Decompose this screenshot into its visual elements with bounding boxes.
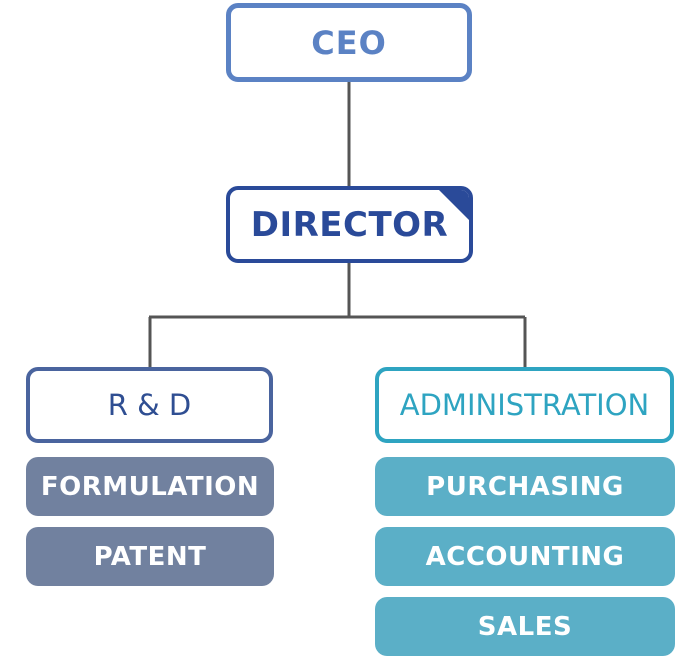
formulation-unit-label: FORMULATION (40, 471, 260, 502)
ceo-label: CEO (311, 23, 387, 62)
accounting-unit-label: ACCOUNTING (425, 541, 625, 572)
patent-unit: PATENT (26, 527, 274, 586)
sales-unit: SALES (375, 597, 675, 656)
purchasing-unit-label: PURCHASING (426, 471, 624, 502)
director-corner-fold (439, 190, 469, 220)
rd-department-node: R & D (26, 367, 273, 443)
administration-department-label: ADMINISTRATION (399, 388, 650, 422)
purchasing-unit: PURCHASING (375, 457, 675, 516)
sales-unit-label: SALES (477, 611, 573, 642)
ceo-node: CEO (226, 3, 472, 82)
formulation-unit: FORMULATION (26, 457, 274, 516)
accounting-unit: ACCOUNTING (375, 527, 675, 586)
director-label: DIRECTOR (250, 204, 449, 245)
patent-unit-label: PATENT (93, 541, 207, 572)
rd-department-label: R & D (107, 388, 192, 422)
director-node: DIRECTOR (226, 186, 473, 263)
administration-department-node: ADMINISTRATION (375, 367, 674, 443)
